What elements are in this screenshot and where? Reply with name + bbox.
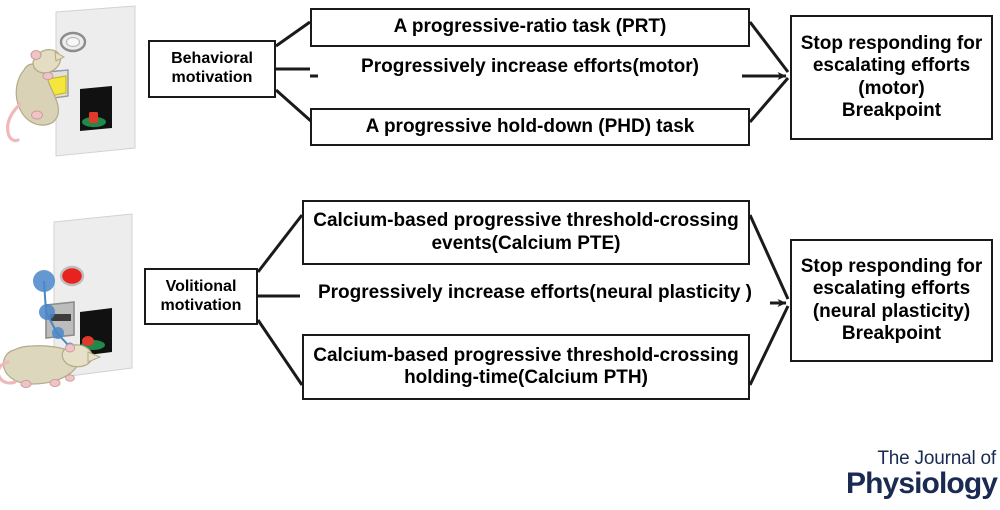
task-box-pth-line2: holding-time(Calcium PTH) [404, 367, 648, 388]
outcome-motor-line1: Stop responding for [800, 32, 983, 54]
outcome-box-breakpoint-neural[interactable]: Stop responding for escalating efforts (… [790, 239, 993, 362]
arrow-label-neural-text: Progressively increase efforts(neural pl… [317, 281, 752, 303]
task-box-pth-line1: Calcium-based progressive threshold-cros… [313, 344, 739, 366]
source-box-volitional-motivation[interactable]: Volitional motivation [144, 268, 258, 325]
task-box-phd-label: A progressive hold-down (PHD) task [365, 115, 695, 137]
connectors-volitional [256, 214, 790, 386]
task-box-prt-label: A progressive-ratio task (PRT) [393, 16, 667, 38]
source-label-line2: motivation [171, 69, 253, 86]
neural-node [39, 304, 55, 320]
task-box-calcium-pth[interactable]: Calcium-based progressive threshold-cros… [302, 334, 750, 400]
outcome-motor-line4: Breakpoint [841, 99, 942, 121]
outcome-motor-line2: escalating efforts [812, 55, 971, 77]
task-box-pte-line2: events(Calcium PTE) [431, 232, 621, 254]
task-box-calcium-pte[interactable]: Calcium-based progressive threshold-cros… [302, 200, 750, 265]
illustration-behavioral-rat-panel [6, 5, 136, 157]
task-box-progressive-hold-down[interactable]: A progressive hold-down (PHD) task [310, 108, 750, 146]
outcome-neural-line3: (neural plasticity) [812, 300, 971, 322]
neural-node [33, 270, 55, 292]
volitional-label-line2: motivation [160, 296, 242, 314]
task-box-pte-line1: Calcium-based progressive threshold-cros… [313, 210, 739, 232]
outcome-box-breakpoint-motor[interactable]: Stop responding for escalating efforts (… [790, 15, 993, 140]
source-box-behavioral-motivation[interactable]: Behavioral motivation [148, 40, 276, 98]
outcome-neural-line4: Breakpoint [841, 322, 942, 344]
volitional-label-line1: Volitional [165, 277, 237, 295]
illustration-volitional-rat-panel [0, 213, 133, 389]
connectors-behavioral [275, 20, 790, 124]
source-label-line1: Behavioral [171, 50, 253, 68]
arrow-label-progressive-effort-motor: Progressively increase efforts(motor) [318, 56, 742, 78]
journal-logo-line2: Physiology [846, 466, 998, 500]
arrow-label-motor-text: Progressively increase efforts(motor) [361, 55, 699, 77]
outcome-neural-line2: escalating efforts [812, 278, 971, 300]
journal-logo-line1: The Journal of [877, 448, 996, 469]
arrow-label-progressive-effort-neural: Progressively increase efforts(neural pl… [300, 281, 770, 305]
outcome-motor-line3: (motor) [858, 77, 925, 99]
journal-logo: The Journal of Physiology [846, 448, 998, 500]
neural-node [52, 327, 64, 339]
task-box-progressive-ratio[interactable]: A progressive-ratio task (PRT) [310, 8, 750, 47]
outcome-neural-line1: Stop responding for [800, 255, 983, 277]
